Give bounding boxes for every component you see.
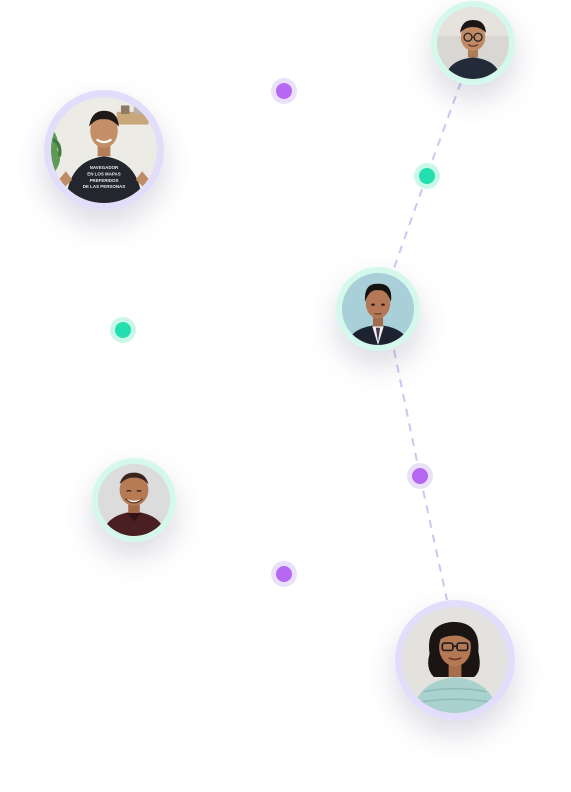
node-dot-purple [271,78,297,104]
avatar [431,1,515,85]
node-dot-green [414,163,440,189]
connector-line [426,81,462,176]
node-dot-purple [407,463,433,489]
avatar [336,267,420,351]
tshirt-print-line: DE LAS PERSONAS [83,184,125,189]
node-dot-green [110,317,136,343]
person-bottom-right-photo [402,607,508,713]
tshirt-print-line: NAVEGADOR [90,165,119,170]
person-bottom-left-photo [98,464,170,536]
avatar [92,458,176,542]
avatar [395,600,515,720]
node-dot-purple [271,561,297,587]
connector-line [393,349,421,477]
person-center-photo [342,273,414,345]
connector-line [419,475,448,601]
connector-line [393,174,428,269]
tshirt-print-line: PREFERIDOS [90,178,119,183]
person-top-right-photo [437,7,509,79]
tshirt-print-line: EN LOS MAPAS [87,171,120,176]
avatar: NAVEGADOR EN LOS MAPAS PREFERIDOS DE LAS… [44,90,164,210]
person-top-left-photo: NAVEGADOR EN LOS MAPAS PREFERIDOS DE LAS… [51,97,157,203]
